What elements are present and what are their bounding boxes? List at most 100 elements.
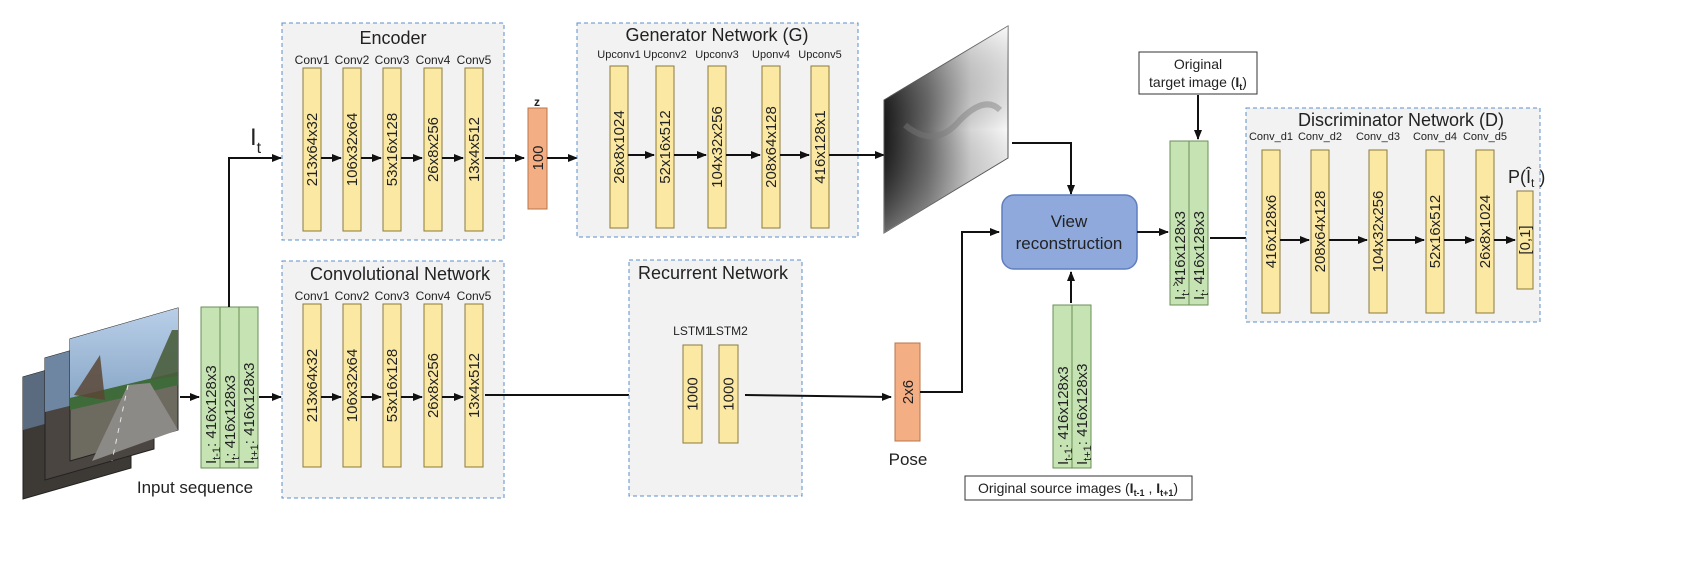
recurrent-layers: LSTM1 1000 LSTM2 1000 [673,324,748,444]
source-images-caption: Original source images (It-1 , It+1) [964,475,1193,501]
hat-mark: ^ [1173,279,1179,293]
encoder-layer-name-4: Conv4 [416,53,451,67]
generator-layer-dim-3: 104x32x256 [709,106,726,188]
view-reconstruction-box [1001,194,1138,270]
generator-layer-block-3 [707,65,727,229]
encoder-layer-block-1 [302,67,322,232]
convnet-layer-block-2 [342,303,362,468]
discriminator-layer-name-2: Conv_d2 [1298,131,1342,143]
generator-layer-name-2: Upconv2 [643,49,686,61]
discriminator-title: Discriminator Network (D) [1298,110,1504,130]
convnet-layer-block-1 [302,303,322,468]
source-frame-t-plus-1 [1071,304,1092,469]
encoder-layer-block-2 [342,67,362,232]
latent-label: z [534,95,540,109]
generator-layer-block-5 [810,65,830,229]
lstm-layer-block-1 [682,344,703,444]
frame-t-minus-1-label: It-1: 416x128x3 [203,365,223,464]
convnet-layer-dim-1: 213x64x32 [304,349,321,422]
convnet-layer-block-5 [464,303,484,468]
reconstructed-target-label: It: 416x128x3 [1172,211,1192,300]
view-reconstruction-line1: View [1051,212,1088,231]
generator-layers: Upconv126x8x1024Upconv252x16x512Upconv31… [597,49,842,229]
convnet-layer-name-3: Conv3 [375,289,410,303]
view-reconstruction-block: View reconstruction [1001,194,1138,270]
recurrent-panel-bg [628,259,803,497]
generator-layer-name-5: Upconv5 [798,49,841,61]
frame-t-label: It: 416x128x3 [222,375,242,464]
generator-title: Generator Network (G) [625,25,808,45]
discriminator-layers: Conv_d1416x128x6Conv_d2208x64x128Conv_d3… [1249,131,1516,314]
discriminator-layer-dim-4: 52x16x512 [1427,195,1444,268]
discriminator-layer-block-1 [1261,149,1281,314]
encoder-layer-name-2: Conv2 [335,53,370,67]
discriminator-output-label: P(Ît ) [1508,167,1545,190]
encoder-panel: Encoder Conv1213x64x32Conv2106x32x64Conv… [281,22,505,241]
encoder-layer-block-4 [423,67,443,232]
source-frame-t-minus-1-label: It-1: 416x128x3 [1055,366,1075,465]
svg-text:Original source images (It-1 ,: Original source images (It-1 , It+1) [978,480,1178,498]
encoder-layer-name-3: Conv3 [375,53,410,67]
discriminator-panel: Discriminator Network (D) Conv_d1 416x128… [1245,107,1545,323]
it-label: It [250,124,262,157]
encoder-layer-block-5 [464,67,484,232]
convnet-layer-dim-4: 26x8x256 [425,353,442,418]
pose-dim: 2x6 [900,380,917,404]
encoder-layer-dim-4: 26x8x256 [425,117,442,182]
convnet-layer-name-4: Conv4 [416,289,451,303]
pose-block: 2x6 Pose [889,342,927,469]
lstm-layer-dim-2: 1000 [721,377,738,410]
view-reconstruction-line2: reconstruction [1016,234,1123,253]
target-image-caption: Original target image (It) [1138,51,1258,95]
generator-layer-dim-1: 26x8x1024 [611,110,628,183]
discriminator-layer-block-2 [1310,149,1330,314]
discriminator-output-range: [0,1] [1517,225,1534,254]
latent-dim: 100 [530,145,547,170]
generator-layer-name-1: Upconv1 [597,49,640,61]
discriminator-layer-block-3 [1368,149,1388,314]
frame-t-plus-1 [238,306,259,469]
generator-layer-name-3: Upconv3 [695,49,738,61]
latent-vector: z 100 [485,95,578,210]
generator-layer-name-4: Uponv4 [752,49,790,61]
generator-layer-block-2 [655,65,675,229]
generator-panel: Generator Network (G) Upconv1 26x8x1024 Up… [576,22,859,238]
frame-t-plus-1-label: It+1: 416x128x3 [241,362,261,464]
original-target-frame [1188,140,1209,306]
discriminator-layer-block-5 [1475,149,1495,314]
lstm-layer-name-1: LSTM1 [673,324,712,338]
discriminator-layer-dim-3: 104x32x256 [1370,191,1387,273]
original-target-label: It: 416x128x3 [1191,211,1211,300]
encoder-layer-name-1: Conv1 [295,53,330,67]
discriminator-layer-dim-1: 416x128x6 [1263,195,1280,268]
arrow-depth-to-view [1012,142,1075,195]
encoder-layer-dim-5: 13x4x512 [466,117,483,182]
encoder-layer-dim-2: 106x32x64 [344,113,361,186]
target-frames-stack: It: 416x128x3 It: 416x128x3 ^ [1169,140,1211,306]
encoder-title: Encoder [359,28,426,48]
convnet-layer-name-5: Conv5 [457,289,492,303]
convnet-layer-block-3 [382,303,402,468]
convnet-layer-dim-5: 13x4x512 [466,353,483,418]
encoder-layers: Conv1 213x64x32 Conv2 106x32x64 Conv3 53x16x1… [295,53,492,232]
depth-map-image [883,25,1009,234]
svg-text:target image (It): target image (It) [1149,74,1247,92]
generator-layer-dim-4: 208x64x128 [763,106,780,188]
convnet-layer-name-1: Conv1 [295,289,330,303]
discriminator-output-block [1516,190,1534,290]
convnet-title: Convolutional Network [310,264,491,284]
input-frames-stack: It-1: 416x128x3 It: 416x128x3 It+1: 416x… [200,306,261,469]
lstm-layer-name-2: LSTM2 [709,324,748,338]
encoder-layer-block-3 [382,67,402,232]
convnet-panel: Convolutional Network Conv1 213x64x32 Conv… [281,260,505,499]
arrow-pose-to-view [920,228,1000,393]
encoder-layer-dim-1: 213x64x32 [304,113,321,186]
discriminator-layer-name-1: Conv_d1 [1249,131,1293,143]
discriminator-layer-block-4 [1425,149,1445,314]
lstm-layer-block-2 [718,344,739,444]
lstm-layer-dim-1: 1000 [685,377,702,410]
encoder-layer-dim-3: 53x16x128 [384,113,401,186]
source-frame-t-plus-1-label: It+1: 416x128x3 [1074,363,1094,465]
